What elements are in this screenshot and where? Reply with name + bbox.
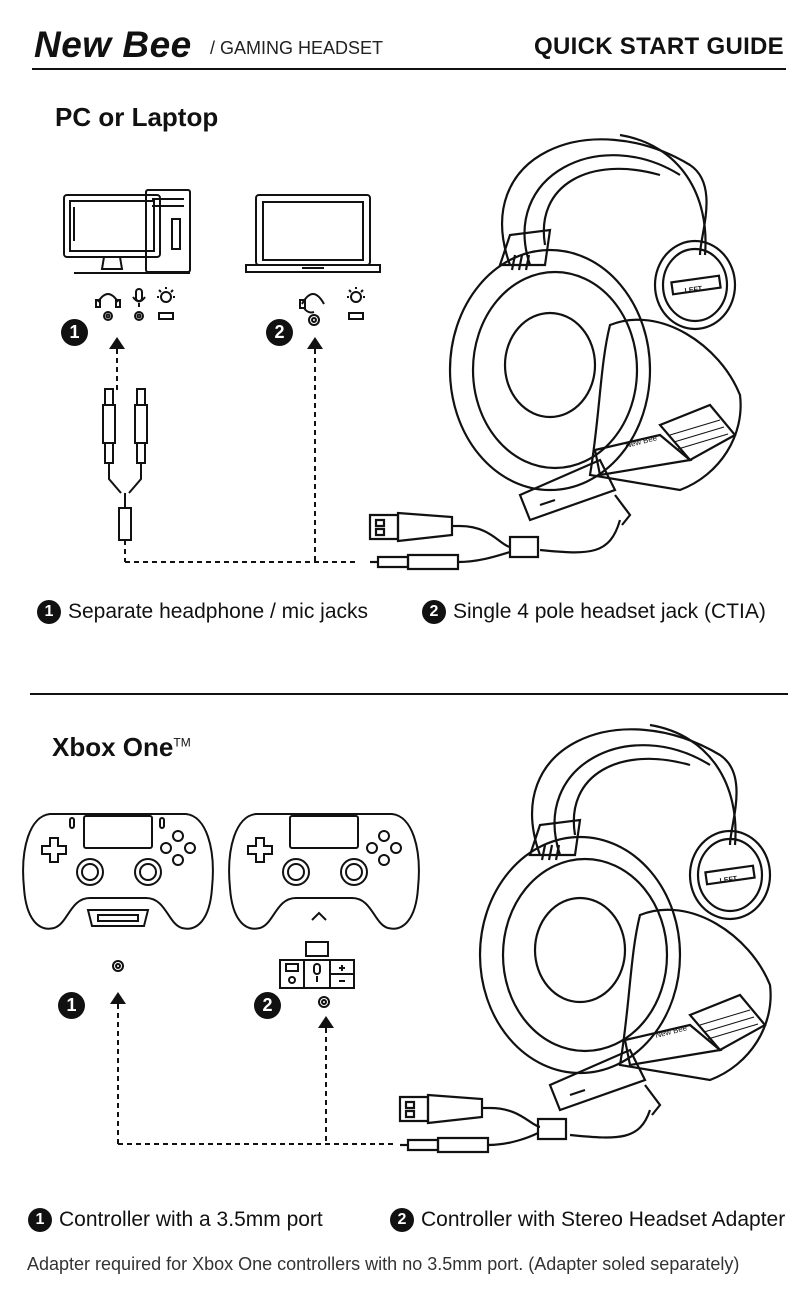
xbox-step-2-text: Controller with Stereo Headset Adapter xyxy=(421,1208,786,1231)
xbox-connection-lines xyxy=(110,992,398,1148)
audio-plug-icon xyxy=(370,552,510,569)
controller-adapter-icon xyxy=(226,808,422,936)
pc-step-1-marker: 1 xyxy=(61,319,88,346)
pc-step-1-caption: 1 Separate headphone / mic jacks xyxy=(37,600,368,624)
xbox-step-1-caption: 1 Controller with a 3.5mm port xyxy=(28,1208,323,1232)
xbox-headset-illustration: New Bee LEFT xyxy=(390,715,785,1160)
xbox-step-2-marker: 2 xyxy=(254,992,281,1019)
controller-icon xyxy=(20,808,216,936)
ear-label: LEFT xyxy=(684,286,703,295)
xbox-title-text: Xbox One xyxy=(52,732,174,762)
product-subtitle: / GAMING HEADSET xyxy=(210,38,384,58)
section-divider xyxy=(30,693,788,695)
pc-step-2-caption: 2 Single 4 pole headset jack (CTIA) xyxy=(422,600,766,624)
xbox-section-title: Xbox OneTM xyxy=(52,732,191,763)
pc-step-1-text: Separate headphone / mic jacks xyxy=(68,600,369,623)
pc-step-2-number: 2 xyxy=(422,600,446,624)
pc-headset-illustration: New Bee LEFT xyxy=(360,115,755,575)
headset-logo: New Bee xyxy=(624,433,658,450)
splitter-cable-icon xyxy=(103,389,147,540)
ear-label: LEFT xyxy=(719,876,738,885)
stereo-adapter-icon xyxy=(276,940,358,1012)
pc-step-2-text: Single 4 pole headset jack (CTIA) xyxy=(453,600,766,623)
controller-jack-icon xyxy=(110,958,126,974)
pc-ports-icon xyxy=(94,286,184,324)
guide-title: QUICK START GUIDE xyxy=(534,33,784,60)
xbox-step-1-number: 1 xyxy=(28,1208,52,1232)
pc-step-2-marker: 2 xyxy=(266,319,293,346)
xbox-step-2-number: 2 xyxy=(390,1208,414,1232)
laptop-icon xyxy=(244,192,382,276)
audio-plug-icon xyxy=(400,1133,538,1152)
brand-logo: New Bee xyxy=(34,24,192,65)
trademark-mark: TM xyxy=(173,735,191,750)
pc-connection-lines xyxy=(95,337,365,573)
pc-step-1-number: 1 xyxy=(37,600,61,624)
pc-section-title: PC or Laptop xyxy=(55,102,219,132)
laptop-ports-icon xyxy=(296,286,376,328)
adapter-footnote: Adapter required for Xbox One controller… xyxy=(27,1254,740,1274)
xbox-step-1-text: Controller with a 3.5mm port xyxy=(59,1208,323,1231)
desktop-computer-icon xyxy=(60,185,195,280)
xbox-step-2-caption: 2 Controller with Stereo Headset Adapter xyxy=(390,1208,785,1232)
usb-plug-icon xyxy=(370,513,510,547)
xbox-step-1-marker: 1 xyxy=(58,992,85,1019)
usb-plug-icon xyxy=(400,1095,540,1127)
header-divider xyxy=(32,68,786,70)
